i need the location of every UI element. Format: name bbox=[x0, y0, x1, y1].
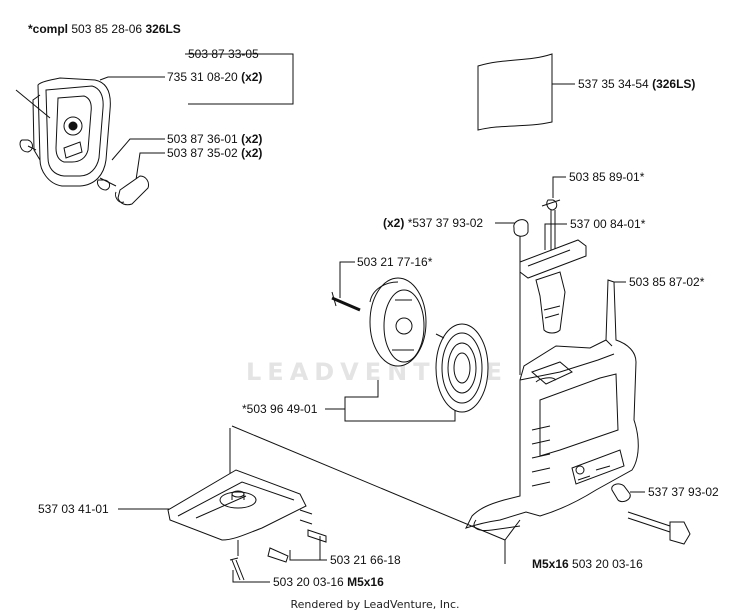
part-number: 503 85 89-01* bbox=[569, 170, 645, 184]
part-label: 503 85 87-02* bbox=[629, 275, 704, 289]
part-number: 503 20 03-16 bbox=[273, 575, 344, 589]
part-label: (x2) *537 37 93-02 bbox=[383, 216, 483, 230]
part-label: 503 20 03-16 M5x16 bbox=[273, 575, 384, 589]
part-number: 503 21 77-16* bbox=[357, 255, 433, 269]
leader-p6 bbox=[552, 176, 566, 198]
part-label: 537 00 84-01* bbox=[570, 217, 645, 231]
part-label: 503 21 77-16* bbox=[357, 255, 432, 269]
footer-credit: Rendered by LeadVenture, Inc. bbox=[290, 598, 460, 611]
part-number: 503 87 36-01 bbox=[167, 132, 238, 146]
part-label: *503 96 49-01 bbox=[242, 402, 317, 416]
part-number: 537 00 84-01* bbox=[570, 217, 646, 231]
part-number: 537 03 41-01 bbox=[38, 502, 109, 516]
part-model: (326LS) bbox=[652, 77, 696, 91]
assembly-header: *compl 503 85 28-06 326LS bbox=[28, 22, 181, 36]
part-label: 503 21 66-18 bbox=[330, 553, 401, 567]
part-number: 537 37 93-02 bbox=[648, 485, 719, 499]
decal-drawing bbox=[477, 53, 553, 131]
leader-p14 bbox=[289, 536, 327, 561]
header-model: 326LS bbox=[145, 22, 181, 36]
part-number: *503 96 49-01 bbox=[242, 402, 318, 416]
leader-p2 bbox=[99, 76, 165, 81]
part-label: 537 37 93-02 bbox=[648, 485, 719, 499]
header-number: 503 85 28-06 bbox=[71, 22, 143, 36]
part-size: M5x16 bbox=[532, 557, 569, 571]
part-quantity: (x2) bbox=[241, 70, 263, 84]
part-quantity: (x2) bbox=[241, 146, 263, 160]
leader-p11 bbox=[325, 380, 456, 422]
part-number: 503 20 03-16 bbox=[572, 557, 643, 571]
part-label: M5x16 503 20 03-16 bbox=[532, 557, 643, 571]
part-label: 503 87 33-05 bbox=[188, 47, 259, 61]
part-label: 503 87 35-02 (x2) bbox=[167, 146, 262, 160]
part-label: 537 03 41-01 bbox=[38, 502, 109, 516]
part-quantity: (x2) bbox=[241, 132, 263, 146]
part-number: 537 35 34-54 bbox=[578, 77, 649, 91]
part-label: 735 31 08-20 (x2) bbox=[167, 70, 262, 84]
leader-p3 bbox=[111, 138, 165, 161]
bushing-screw-drawing bbox=[611, 483, 691, 545]
part-label: 503 87 36-01 (x2) bbox=[167, 132, 262, 146]
spring-drawing bbox=[435, 323, 489, 413]
part-size: M5x16 bbox=[347, 575, 384, 589]
cover-assembly-drawing bbox=[15, 77, 149, 206]
part-label: 537 35 34-54 (326LS) bbox=[578, 77, 695, 91]
leader-p9 bbox=[339, 261, 355, 298]
base-plate-drawing bbox=[167, 428, 327, 581]
leader-p4 bbox=[135, 152, 165, 181]
part-number: 503 87 33-05 bbox=[188, 47, 259, 61]
part-quantity: (x2) bbox=[383, 216, 405, 230]
throttle-drawing bbox=[513, 199, 587, 334]
part-number: 735 31 08-20 bbox=[167, 70, 238, 84]
part-label: 503 85 89-01* bbox=[569, 170, 644, 184]
pulley-drawing bbox=[331, 277, 427, 367]
leader-p16 bbox=[232, 570, 270, 583]
part-number: 503 85 87-02* bbox=[629, 275, 705, 289]
part-number: 503 87 35-02 bbox=[167, 146, 238, 160]
header-prefix: *compl bbox=[28, 22, 69, 36]
housing-drawing bbox=[465, 279, 639, 531]
part-number: 503 21 66-18 bbox=[330, 553, 401, 567]
leader-p8 bbox=[544, 223, 567, 250]
leader-p1 bbox=[185, 53, 294, 105]
part-number: *537 37 93-02 bbox=[407, 216, 484, 230]
